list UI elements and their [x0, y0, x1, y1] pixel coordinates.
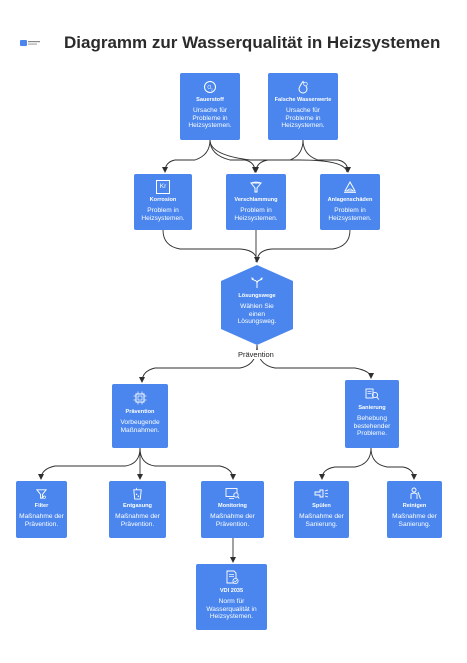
node-vdi-2035[interactable]: VDI 2035 Norm für Wasserqualität in Heiz…: [196, 564, 267, 630]
node-praevention-name: Prävention: [125, 409, 155, 415]
degassing-glass-icon: [133, 487, 142, 500]
node-entgasung-desc: Maßnahme der Prävention.: [115, 513, 160, 528]
node-filter-name: Filter: [34, 503, 49, 509]
napkin-logo: [20, 40, 40, 46]
node-korrosion[interactable]: Kr Korrosion Problem in Heizsystemen.: [134, 174, 192, 230]
split-arrows-icon: [250, 277, 264, 288]
node-anlagenschaeden-name: Anlagenschäden: [327, 197, 373, 203]
node-korrosion-name: Korrosion: [149, 197, 177, 203]
node-sauerstoff-desc: Ursache für Probleme in Heizsystemen.: [188, 107, 232, 130]
node-wasserwerte-desc: Ursache für Probleme in Heizsystemen.: [281, 107, 325, 130]
sludge-funnel-icon: [249, 181, 263, 193]
node-verschlammung[interactable]: Verschlammung Problem in Heizsystemen.: [226, 174, 286, 230]
node-loesungswege-desc: Wählen Sie einen Lösungsweg.: [237, 303, 277, 326]
node-monitoring-desc: Maßnahme der Prävention.: [210, 513, 255, 528]
node-sanierung-name: Sanierung: [358, 405, 386, 411]
node-wasserwerte-name: Falsche Wasserwerte: [274, 97, 332, 103]
oxygen-icon: O 2: [204, 81, 216, 93]
node-reinigen[interactable]: Reinigen Maßnahme der Sanierung.: [387, 481, 442, 538]
node-entgasung[interactable]: Entgasung Maßnahme der Prävention.: [109, 481, 166, 538]
node-reinigen-name: Reinigen: [402, 503, 427, 509]
node-filter-desc: Maßnahme der Prävention.: [19, 513, 64, 528]
repair-tools-icon: [365, 388, 380, 400]
chip-icon: [133, 391, 147, 405]
node-verschlammung-desc: Problem in Heizsystemen.: [234, 207, 278, 222]
node-loesungswege[interactable]: Lösungswege Wählen Sie einen Lösungsweg.: [221, 265, 293, 345]
node-sanierung-desc: Behebung bestehender Probleme.: [353, 415, 391, 438]
node-anlagenschaeden-desc: Problem in Heizsystemen.: [328, 207, 372, 222]
node-praevention[interactable]: Prävention Vorbeugende Maßnahmen.: [112, 384, 168, 448]
svg-text:O: O: [207, 85, 211, 91]
node-monitoring-name: Monitoring: [218, 503, 247, 509]
node-falsche-wasserwerte[interactable]: Falsche Wasserwerte Ursache für Probleme…: [268, 73, 338, 140]
document-check-icon: [226, 570, 238, 584]
krypton-element-icon: Kr: [156, 180, 170, 194]
node-vdi-desc: Norm für Wasserqualität in Heizsystemen.: [206, 598, 257, 621]
monitor-search-icon: [225, 488, 240, 499]
node-entgasung-name: Entgasung: [123, 503, 152, 509]
diagram-title: Diagramm zur Wasserqualität in Heizsyste…: [64, 33, 441, 52]
node-sauerstoff-name: Sauerstoff: [196, 97, 224, 103]
node-spuelen-desc: Maßnahme der Sanierung.: [299, 513, 344, 528]
node-praevention-desc: Vorbeugende Maßnahmen.: [120, 419, 160, 434]
water-drop-icon: [298, 80, 308, 94]
node-korrosion-desc: Problem in Heizsystemen.: [141, 207, 185, 222]
node-monitoring[interactable]: Monitoring Maßnahme der Prävention.: [201, 481, 264, 538]
node-loesungswege-name: Lösungswege: [238, 293, 276, 299]
node-sauerstoff[interactable]: O 2 Sauerstoff Ursache für Probleme in H…: [180, 73, 240, 140]
filter-icon: [35, 489, 48, 499]
node-reinigen-desc: Maßnahme der Sanierung.: [392, 513, 437, 528]
node-vdi-name: VDI 2035: [219, 588, 244, 594]
node-spuelen-name: Spülen: [312, 503, 331, 509]
node-anlagenschaeden[interactable]: Anlagenschäden Problem in Heizsystemen.: [320, 174, 380, 230]
node-sanierung[interactable]: Sanierung Behebung bestehender Probleme.: [345, 380, 399, 448]
flush-spray-icon: [314, 489, 329, 498]
node-filter[interactable]: Filter Maßnahme der Prävention.: [16, 481, 67, 538]
cleaning-icon: [410, 487, 421, 500]
svg-text:2: 2: [211, 87, 213, 91]
node-verschlammung-name: Verschlammung: [234, 197, 278, 203]
node-spuelen[interactable]: Spülen Maßnahme der Sanierung.: [294, 481, 349, 538]
edge-label-praevention: Prävention: [237, 350, 275, 359]
damage-warning-icon: [344, 180, 356, 193]
